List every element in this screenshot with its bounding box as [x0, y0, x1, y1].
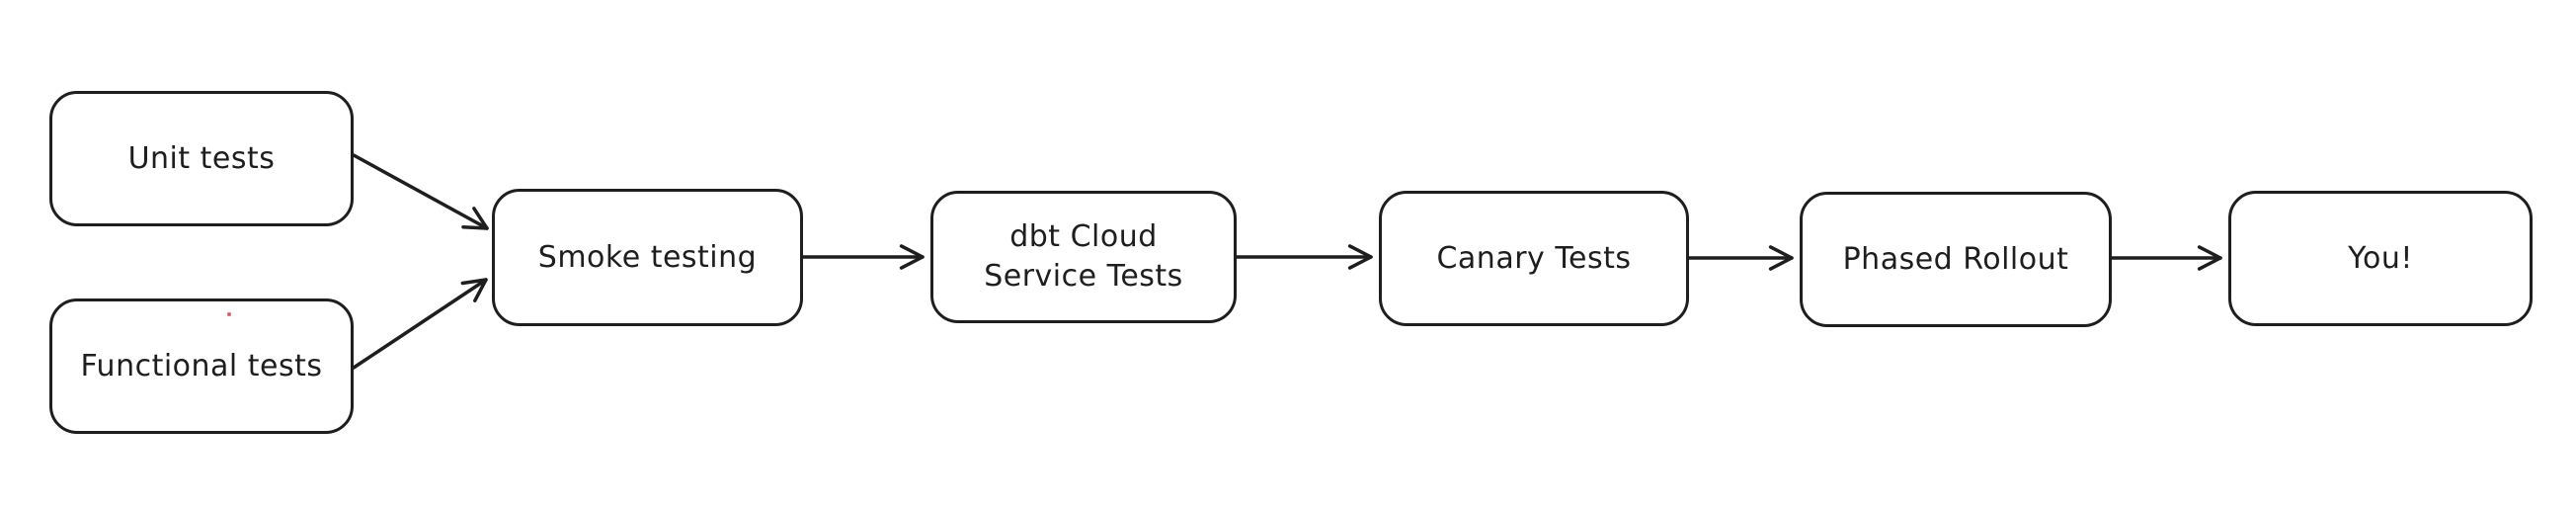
node-label: dbt Cloud	[1009, 219, 1158, 254]
node-canary-tests[interactable]: Canary Tests	[1379, 191, 1689, 326]
arrow-canary-tests-to-phased-rollout[interactable]	[1687, 245, 1794, 271]
node-label: Phased Rollout	[1842, 241, 2069, 277]
node-label: Canary Tests	[1436, 240, 1632, 276]
node-label: Smoke testing	[537, 239, 758, 275]
arrow-unit-tests-to-smoke-testing[interactable]	[352, 153, 489, 230]
node-smoke-testing[interactable]: Smoke testing	[492, 189, 803, 326]
arrowhead-icon	[1347, 244, 1373, 270]
node-functional-tests[interactable]: Functional tests	[49, 298, 354, 434]
arrowhead-icon	[2197, 245, 2222, 271]
arrowhead-icon	[461, 207, 489, 230]
node-phased-rollout[interactable]: Phased Rollout	[1800, 192, 2112, 327]
arrowhead-icon	[460, 278, 488, 302]
node-unit-tests[interactable]: Unit tests	[49, 91, 354, 226]
node-you[interactable]: You!	[2228, 191, 2533, 326]
arrow-dbt-cloud-service-tests-to-canary-tests[interactable]	[1235, 244, 1373, 270]
node-label: You!	[2348, 240, 2413, 276]
arrowhead-icon	[899, 244, 925, 270]
node-label: Unit tests	[127, 140, 276, 176]
arrow-smoke-testing-to-dbt-cloud-service-tests[interactable]	[801, 244, 925, 270]
node-dbt-cloud-service-tests[interactable]: dbt Cloud Service Tests	[930, 191, 1237, 323]
arrowhead-icon	[1768, 245, 1794, 271]
arrow-phased-rollout-to-you[interactable]	[2110, 245, 2222, 271]
red-speck-artifact	[227, 312, 231, 316]
node-label: Functional tests	[80, 348, 323, 383]
arrow-functional-tests-to-smoke-testing[interactable]	[352, 278, 488, 370]
node-label: Service Tests	[984, 259, 1183, 294]
